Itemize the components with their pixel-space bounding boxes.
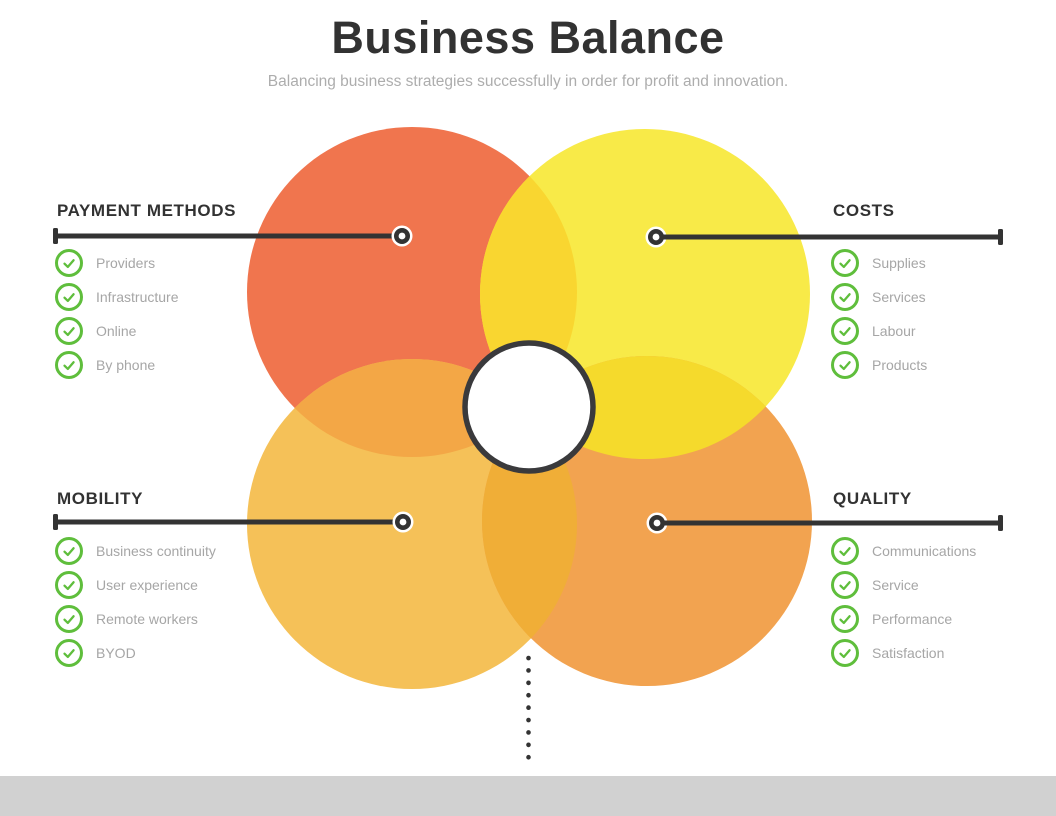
checklist-item: User experience bbox=[55, 571, 385, 599]
checklist-item-label: Remote workers bbox=[96, 611, 198, 627]
checklist-item-label: Infrastructure bbox=[96, 289, 179, 305]
checklist-item-label: Labour bbox=[872, 323, 916, 339]
checklist-item: Remote workers bbox=[55, 605, 385, 633]
connector-cap-costs bbox=[998, 229, 1003, 245]
check-icon bbox=[55, 249, 83, 277]
checklist-item-label: By phone bbox=[96, 357, 156, 373]
checklist-item: Communications bbox=[831, 537, 1056, 565]
checklist-item-label: Communications bbox=[872, 543, 977, 559]
section-title: COSTS bbox=[833, 201, 895, 220]
check-icon bbox=[831, 605, 859, 633]
checklist-item: Supplies bbox=[831, 249, 1056, 277]
checklist-item-label: Supplies bbox=[872, 255, 926, 271]
checklist-item-label: Satisfaction bbox=[872, 645, 945, 661]
checklist-item-label: Service bbox=[872, 577, 919, 593]
checklist-item: Providers bbox=[55, 249, 385, 277]
connector-dot-payment-methods bbox=[391, 225, 413, 247]
check-icon bbox=[831, 351, 859, 379]
checklist-item-label: Business continuity bbox=[96, 543, 216, 559]
check-icon bbox=[55, 605, 83, 633]
checklist-item-label: Online bbox=[96, 323, 137, 339]
page-title: Business Balance bbox=[331, 12, 725, 63]
connector-dot-mobility bbox=[392, 511, 414, 533]
checklist-item: Online bbox=[55, 317, 385, 345]
checklist-item: Services bbox=[831, 283, 1056, 311]
check-icon bbox=[55, 283, 83, 311]
checklist-item-label: Products bbox=[872, 357, 928, 373]
checklist-item: Satisfaction bbox=[831, 639, 1056, 667]
footer-bar bbox=[0, 776, 1056, 816]
connector-cap-quality bbox=[998, 515, 1003, 531]
check-icon bbox=[55, 537, 83, 565]
check-icon bbox=[55, 639, 83, 667]
connector-dot-costs bbox=[645, 226, 667, 248]
checklist-item: By phone bbox=[55, 351, 385, 379]
check-icon bbox=[831, 317, 859, 345]
check-icon bbox=[831, 571, 859, 599]
section-title: MOBILITY bbox=[57, 489, 144, 508]
section-title: QUALITY bbox=[833, 489, 912, 508]
checklist-item: Business continuity bbox=[55, 537, 385, 565]
check-icon bbox=[55, 351, 83, 379]
check-icon bbox=[831, 283, 859, 311]
center-circle bbox=[462, 340, 596, 474]
checklist-item-label: Performance bbox=[872, 611, 953, 627]
checklist-item: Infrastructure bbox=[55, 283, 385, 311]
checklist-item: Service bbox=[831, 571, 1056, 599]
check-icon bbox=[55, 317, 83, 345]
check-icon bbox=[831, 537, 859, 565]
check-icon bbox=[831, 639, 859, 667]
checklist-item: BYOD bbox=[55, 639, 385, 667]
check-icon bbox=[55, 571, 83, 599]
checklist-item: Performance bbox=[831, 605, 1056, 633]
checklist-item-label: Services bbox=[872, 289, 926, 305]
check-icon bbox=[831, 249, 859, 277]
page-subtitle: Balancing business strategies successful… bbox=[267, 73, 789, 90]
checklist-item-label: User experience bbox=[96, 577, 198, 593]
header: Business Balance Balancing business stra… bbox=[0, 0, 1056, 91]
section-title: PAYMENT METHODS bbox=[57, 201, 237, 220]
connector-dot-quality bbox=[646, 512, 668, 534]
checklist-item-label: Providers bbox=[96, 255, 156, 271]
checklist-item-label: BYOD bbox=[96, 645, 136, 661]
checklist-item: Products bbox=[831, 351, 1056, 379]
checklist-item: Labour bbox=[831, 317, 1056, 345]
